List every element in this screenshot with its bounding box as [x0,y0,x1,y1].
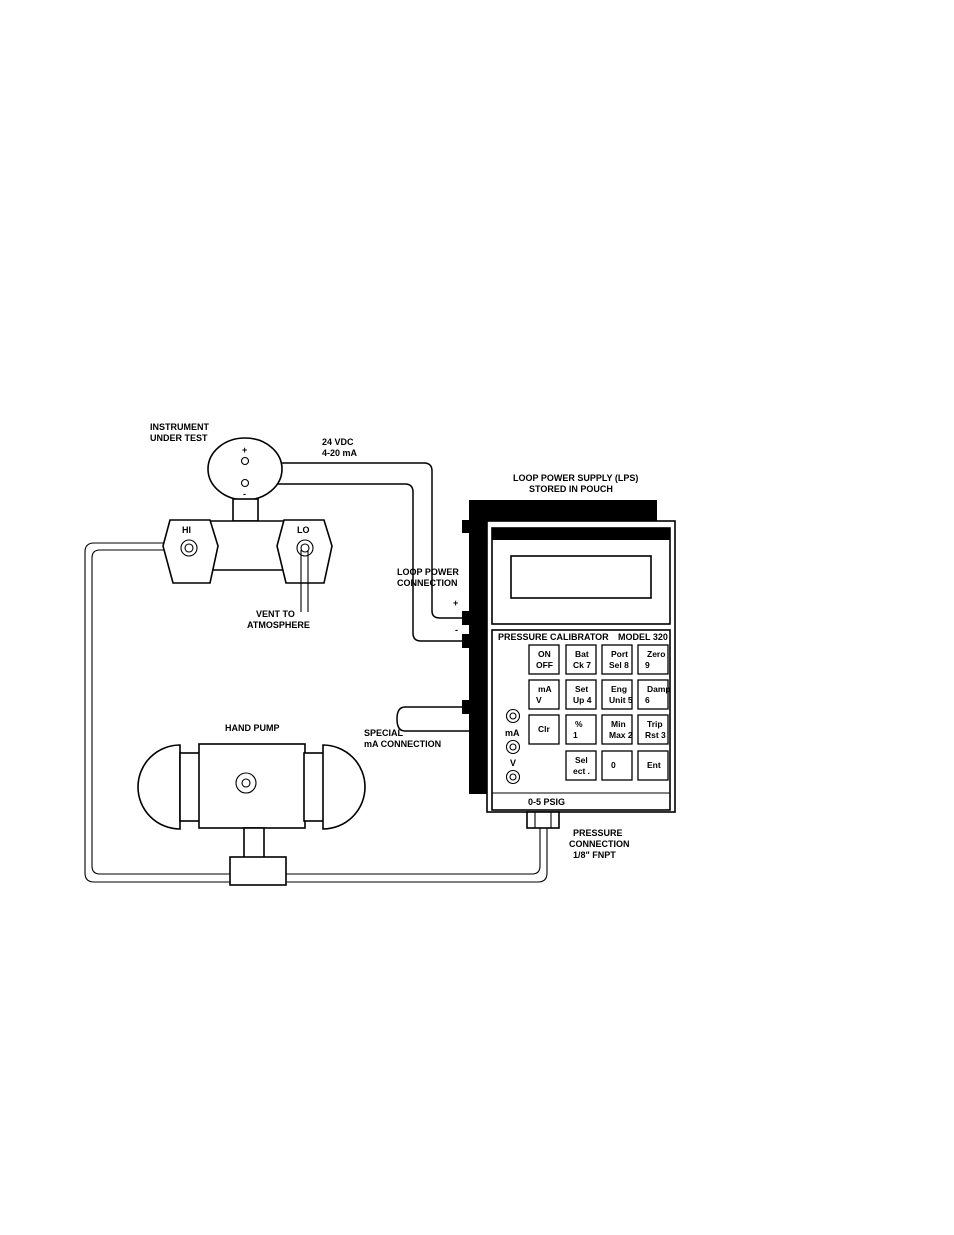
key-select-face[interactable] [565,750,597,781]
key-clr-label-top: Clr [538,724,551,734]
key-set-up-label-top: Set [575,684,588,694]
key-eng-unit-label-bottom: Unit 5 [609,695,633,705]
key-percent-label-bottom: 1 [573,730,578,740]
key-eng-unit-label-top: Eng [611,684,627,694]
calibrator-model: MODEL 320 [618,632,668,642]
key-zero-label-top: Zero [647,649,665,659]
pressure-tubing [84,542,548,883]
vent-label-line2: ATMOSPHERE [247,620,310,630]
special-connection-label-line1: SPECIAL [364,728,404,738]
key-min-max-label-bottom: Max 2 [609,730,633,740]
key-damp-label-bottom: 6 [645,695,650,705]
lps-plus-label: + [453,598,458,608]
vent-label-line1: VENT TO [256,609,295,619]
key-trip-rst-label-top: Trip [647,719,663,729]
supply-label-line2: 4-20 mA [322,448,358,458]
key-ent-label-top: Ent [647,760,661,770]
key-clr[interactable]: Clr [528,714,560,745]
key-bat-ck-label-bottom: Ck 7 [573,660,591,670]
hand-pump [137,743,366,886]
key-ent-face[interactable] [637,750,669,781]
key-port-sel-face[interactable] [601,644,633,675]
key-percent[interactable]: %1 [565,714,597,745]
key-percent-label-top: % [575,719,583,729]
key-ma-v-label-top: mA [538,684,552,694]
key-ent[interactable]: Ent [637,750,669,781]
key-port-sel-label-bottom: Sel 8 [609,660,629,670]
loop-connection-label-line1: LOOP POWER [397,567,459,577]
key-on-off-label-bottom: OFF [536,660,553,670]
key-trip-rst-face[interactable] [637,714,669,745]
lo-port-label: LO [297,525,310,535]
lps-label-line2: STORED IN POUCH [529,484,613,494]
terminal-plus-label: + [242,445,247,455]
calibrator-range: 0-5 PSIG [528,797,565,807]
key-percent-face[interactable] [565,714,597,745]
instrument-under-test [162,437,333,612]
key-bat-ck-face[interactable] [565,644,597,675]
lps-label-line1: LOOP POWER SUPPLY (LPS) [513,473,638,483]
key-zero-face[interactable] [637,644,669,675]
instrument-label-line1: INSTRUMENT [150,422,209,432]
calibrator-title: PRESSURE CALIBRATOR [498,632,609,642]
hand-pump-label: HAND PUMP [225,723,280,733]
key-trip-rst-label-bottom: Rst 3 [645,730,666,740]
pressure-connection-label-line1: PRESSURE [573,828,623,838]
hi-port-label: HI [182,525,191,535]
key-set-up-face[interactable] [565,679,597,710]
v-jack-label: V [510,758,516,768]
key-zero-digit-label-top: 0 [611,760,616,770]
key-ma-v-label-bottom: V [536,695,542,705]
key-damp-face[interactable] [637,679,669,710]
key-on-off-label-top: ON [538,649,551,659]
key-select-label-bottom: ect . [573,766,590,776]
ma-jack-label: mA [505,728,520,738]
pressure-connection-label-line3: 1/8" FNPT [573,850,616,860]
key-zero-label-bottom: 9 [645,660,650,670]
key-set-up-label-bottom: Up 4 [573,695,592,705]
key-on-off-face[interactable] [528,644,560,675]
pressure-connection-label-line2: CONNECTION [569,839,630,849]
key-min-max-face[interactable] [601,714,633,745]
key-clr-face[interactable] [528,714,560,745]
loop-wiring [250,462,508,748]
key-zero-digit-face[interactable] [601,750,633,781]
key-eng-unit-face[interactable] [601,679,633,710]
key-damp-label-top: Damp [647,684,671,694]
special-connection-label-line2: mA CONNECTION [364,739,441,749]
key-min-max-label-top: Min [611,719,626,729]
key-select-label-top: Sel [575,755,588,765]
instrument-label-line2: UNDER TEST [150,433,208,443]
supply-label-line1: 24 VDC [322,437,354,447]
key-ma-v[interactable]: mAV [528,679,560,710]
key-zero-digit[interactable]: 0 [601,750,633,781]
key-ma-v-face[interactable] [528,679,560,710]
key-port-sel-label-top: Port [611,649,628,659]
key-bat-ck-label-top: Bat [575,649,589,659]
loop-connection-label-line2: CONNECTION [397,578,458,588]
lps-minus-label: - [455,625,458,635]
terminal-minus-label: - [243,489,246,499]
